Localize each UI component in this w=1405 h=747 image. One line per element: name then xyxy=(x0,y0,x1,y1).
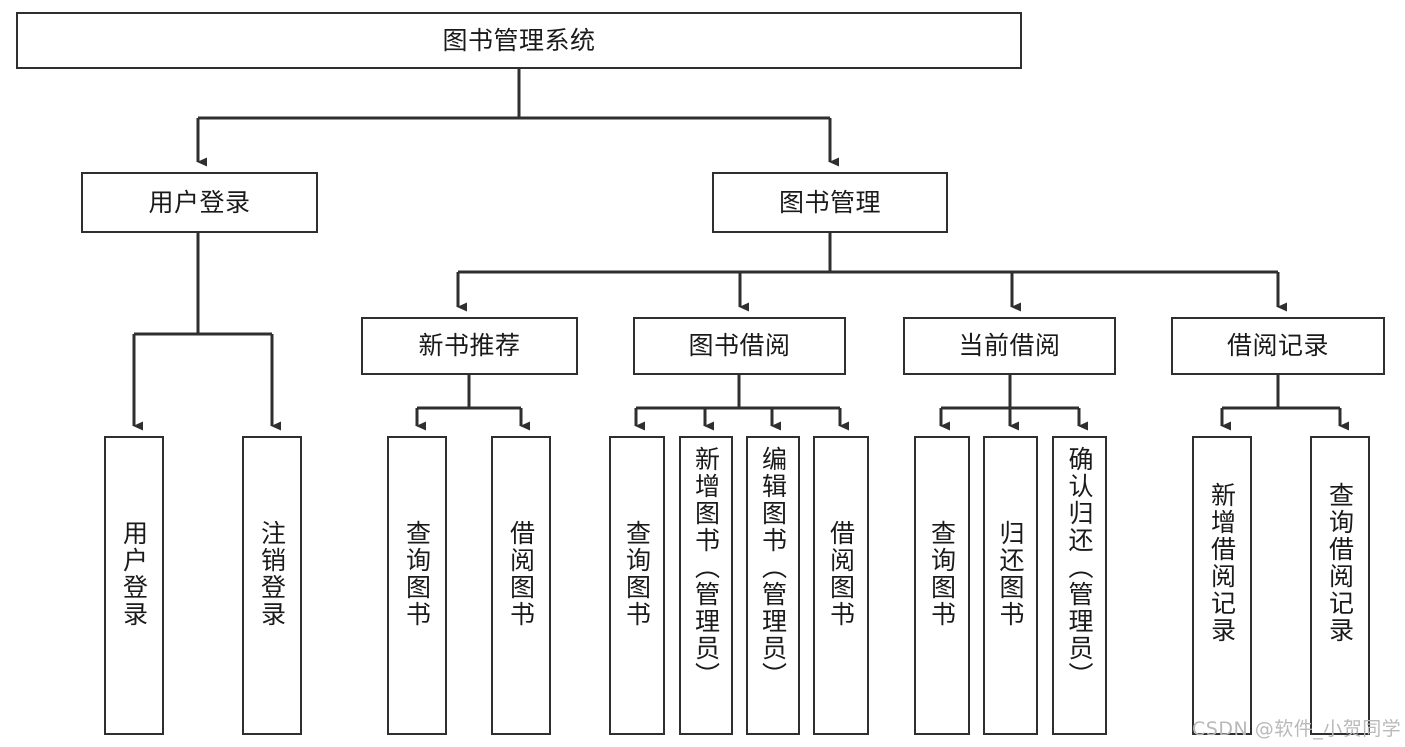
node-label: 借阅图书 xyxy=(506,520,536,628)
node-label: 查询图书 xyxy=(927,520,957,628)
node-label: 借阅图书 xyxy=(826,520,856,628)
node-leaf-query-borrow-record[interactable]: 查询借阅记录 xyxy=(1310,436,1370,735)
node-label: 图书借阅 xyxy=(688,331,791,361)
node-label: 新增图书（管理员） xyxy=(691,446,721,689)
node-leaf-query-book-borrow[interactable]: 查询图书 xyxy=(609,436,665,735)
node-label: 图书管理系统 xyxy=(442,25,596,55)
node-leaf-return-book[interactable]: 归还图书 xyxy=(983,436,1038,735)
node-label: 图书管理 xyxy=(778,187,881,217)
node-label: 确认归还（管理员） xyxy=(1065,446,1094,689)
node-label: 查询图书 xyxy=(402,520,432,628)
node-user-login[interactable]: 用户登录 xyxy=(81,172,318,233)
node-current-borrow[interactable]: 当前借阅 xyxy=(903,317,1116,375)
node-label: 查询图书 xyxy=(622,520,652,628)
node-label: 借阅记录 xyxy=(1226,331,1329,361)
node-label: 当前借阅 xyxy=(958,331,1061,361)
node-leaf-query-book-current[interactable]: 查询图书 xyxy=(914,436,970,735)
node-new-book-recommend[interactable]: 新书推荐 xyxy=(361,317,578,375)
node-label: 新书推荐 xyxy=(418,331,521,361)
node-leaf-add-borrow-record[interactable]: 新增借阅记录 xyxy=(1192,436,1252,735)
node-label: 用户登录 xyxy=(148,187,251,217)
node-leaf-borrow-book-recommend[interactable]: 借阅图书 xyxy=(491,436,551,735)
node-leaf-user-login[interactable]: 用户登录 xyxy=(104,436,164,735)
node-leaf-borrow-book[interactable]: 借阅图书 xyxy=(813,436,869,735)
node-leaf-user-logout[interactable]: 注销登录 xyxy=(242,436,302,735)
node-root-book-management-system[interactable]: 图书管理系统 xyxy=(16,12,1022,69)
node-label: 编辑图书（管理员） xyxy=(758,446,788,689)
node-label: 归还图书 xyxy=(996,520,1025,628)
node-label: 注销登录 xyxy=(257,520,287,628)
node-leaf-edit-book[interactable]: 编辑图书（管理员） xyxy=(746,436,800,735)
node-label: 新增借阅记录 xyxy=(1207,482,1237,644)
node-leaf-query-book-recommend[interactable]: 查询图书 xyxy=(387,436,447,735)
node-borrow-record[interactable]: 借阅记录 xyxy=(1171,317,1385,375)
node-book-manage[interactable]: 图书管理 xyxy=(712,172,948,233)
node-label: 用户登录 xyxy=(119,520,149,628)
node-book-borrow[interactable]: 图书借阅 xyxy=(633,317,846,375)
node-leaf-confirm-return[interactable]: 确认归还（管理员） xyxy=(1052,436,1107,735)
node-label: 查询借阅记录 xyxy=(1325,482,1355,644)
node-leaf-add-book[interactable]: 新增图书（管理员） xyxy=(679,436,733,735)
